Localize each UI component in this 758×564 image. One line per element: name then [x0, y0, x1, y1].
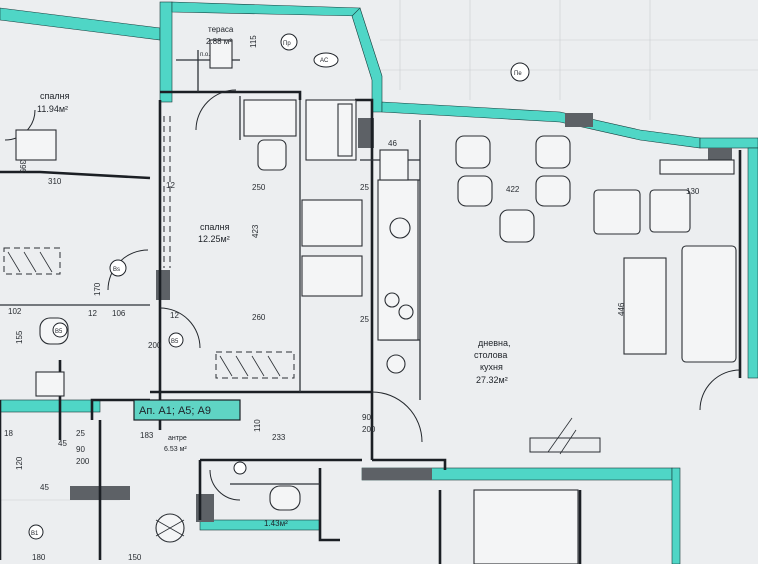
svg-text:260: 260 — [252, 313, 266, 322]
room-terrace-area: 2.88 м² — [206, 37, 232, 46]
marker-b1-label: В1 — [31, 531, 39, 537]
furniture — [15, 39, 737, 564]
svg-text:130: 130 — [686, 187, 700, 196]
marker-pd-label: п.о. — [200, 52, 210, 58]
bath-fixture-left — [35, 371, 65, 397]
svg-text:102: 102 — [8, 307, 22, 316]
room-entrance-name: антре — [168, 435, 187, 442]
room-bathroom-area: 1.43м² — [264, 519, 288, 528]
svg-text:25: 25 — [360, 315, 369, 324]
svg-text:90: 90 — [76, 445, 85, 454]
balcony-rail — [529, 437, 601, 453]
marker-pr-label: Пр — [283, 41, 291, 47]
toilet — [269, 485, 301, 511]
marker-b5b-label: В5 — [171, 339, 179, 345]
plant — [386, 354, 406, 374]
svg-text:250: 250 — [252, 183, 266, 192]
equipment-markers — [28, 33, 530, 540]
hob-2 — [398, 304, 414, 320]
svg-text:155: 155 — [15, 330, 24, 344]
coffee-table — [623, 257, 667, 355]
svg-text:200: 200 — [148, 341, 162, 350]
svg-text:25: 25 — [76, 429, 85, 438]
room-bedroom-mid-area: 12.25м² — [198, 234, 230, 244]
dining-chair-3 — [457, 175, 493, 207]
svg-text:46: 46 — [388, 139, 397, 148]
svg-text:422: 422 — [506, 185, 520, 194]
svg-text:45: 45 — [40, 483, 49, 492]
chair-mid-2 — [243, 99, 297, 137]
marker-pe — [510, 62, 530, 82]
svg-text:200: 200 — [76, 457, 90, 466]
svg-text:25: 25 — [360, 183, 369, 192]
marker-pr — [280, 33, 298, 51]
kitchen-cabinet-lines — [7, 251, 577, 537]
apartment-tag: Ап. А1; А5; А9 — [139, 405, 211, 417]
dining-chair-4 — [535, 175, 571, 207]
svg-text:150: 150 — [128, 553, 142, 562]
svg-text:12: 12 — [88, 309, 97, 318]
marker-b5-label: В5 — [55, 329, 63, 335]
wardrobe-lines — [3, 116, 295, 379]
svg-text:110: 110 — [253, 419, 262, 432]
svg-text:423: 423 — [251, 224, 260, 238]
marker-b1 — [28, 524, 44, 540]
marker-bs-label: Вs — [113, 267, 120, 273]
walls — [0, 90, 742, 564]
chair-mid — [257, 139, 287, 171]
marker-b5b — [168, 332, 184, 348]
svg-text:106: 106 — [112, 309, 126, 318]
dimension-labels: 310 395 250 423 260 422 130 446 183 110 … — [4, 35, 700, 562]
svg-text:200: 200 — [362, 425, 376, 434]
svg-text:90: 90 — [362, 413, 371, 422]
dining-chair-5 — [499, 209, 535, 243]
kitchen-stove — [379, 149, 409, 181]
svg-text:18: 18 — [4, 429, 13, 438]
dresser — [209, 39, 233, 69]
bed-bottom — [473, 489, 579, 564]
svg-text:446: 446 — [617, 302, 626, 316]
sofa — [681, 245, 737, 363]
armchair-bl — [15, 129, 57, 161]
room-entrance-area: 6.53 м² — [164, 446, 187, 453]
room-living-name-2: столова — [474, 350, 507, 360]
shelf — [337, 103, 353, 157]
bed-single-2 — [301, 255, 363, 297]
marker-bs — [109, 259, 127, 277]
room-living-area: 27.32м² — [476, 375, 508, 385]
tv-unit — [659, 159, 735, 175]
armchair-2 — [649, 189, 691, 233]
dining-chair-1 — [455, 135, 491, 169]
armchair-1 — [593, 189, 641, 235]
svg-text:12: 12 — [166, 181, 175, 190]
marker-b1b — [233, 461, 247, 475]
dining-chair-2 — [535, 135, 571, 169]
svg-text:115: 115 — [249, 35, 258, 48]
marker-ac — [313, 52, 339, 68]
hob-1 — [384, 292, 400, 308]
svg-text:12: 12 — [170, 311, 179, 320]
marker-pe-label: Пе — [514, 71, 522, 77]
marker-ac-label: AC — [320, 58, 329, 64]
svg-text:233: 233 — [272, 433, 286, 442]
svg-text:120: 120 — [15, 456, 24, 470]
svg-text:183: 183 — [140, 431, 154, 440]
svg-text:310: 310 — [48, 177, 62, 186]
bed-single-1 — [301, 199, 363, 247]
room-living-name-3: кухня — [480, 362, 503, 372]
svg-text:45: 45 — [58, 439, 67, 448]
marker-b5 — [52, 322, 68, 338]
sink — [389, 217, 411, 239]
svg-text:395: 395 — [18, 160, 27, 174]
room-terrace-name: тераса — [208, 25, 234, 34]
room-bedroom-mid-name: спалня — [200, 222, 230, 232]
svg-text:180: 180 — [32, 553, 46, 562]
apartment-tag-box — [133, 399, 241, 421]
svg-text:170: 170 — [93, 282, 102, 296]
room-living-name-1: дневна, — [478, 338, 510, 348]
room-bedroom-left-area: 11.94м² — [37, 104, 68, 114]
room-bedroom-left-name: спалня — [40, 91, 70, 101]
